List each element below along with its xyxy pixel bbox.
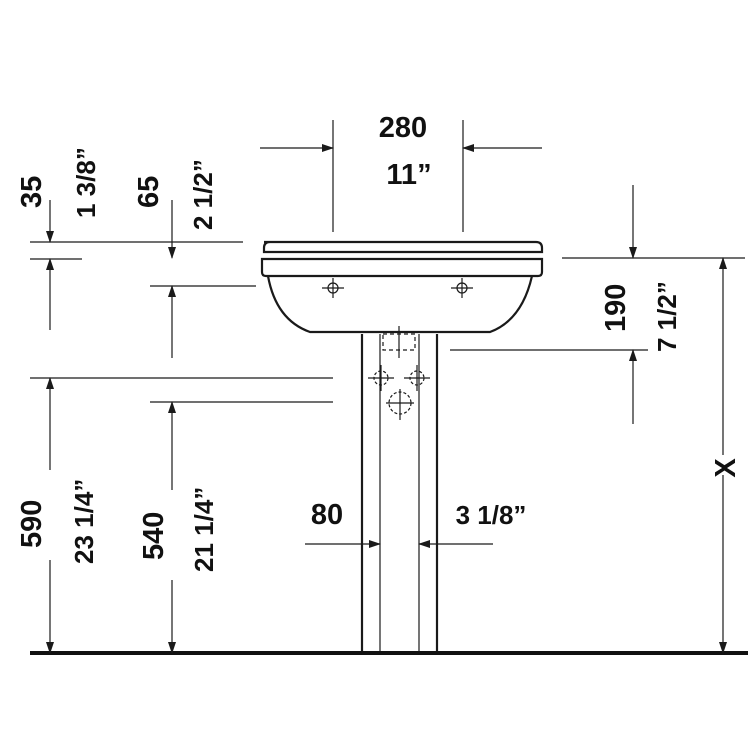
- dim-pedestal-width: 80 3 1/8”: [305, 499, 527, 548]
- overflow-depth-mm: 65: [133, 176, 165, 208]
- pedestal-outline: [360, 334, 439, 652]
- overall-height-label: X: [710, 458, 742, 478]
- basin-bowl: [266, 275, 534, 334]
- pedestal: [360, 326, 439, 652]
- rim-thickness-in: 1 3/8”: [71, 147, 101, 218]
- height-540-mm: 540: [138, 512, 170, 560]
- supply-valve-left-icon: [368, 365, 394, 391]
- tap-hole-right-icon: [451, 278, 473, 298]
- drain-depth-in: 7 1/2”: [652, 281, 682, 352]
- dim-top-width: 280 11”: [260, 112, 542, 232]
- height-590-mm: 590: [16, 500, 48, 548]
- pedestal-width-mm: 80: [311, 499, 343, 531]
- height-590-in: 23 1/4”: [69, 479, 99, 564]
- overflow-depth-in: 2 1/2”: [188, 159, 218, 230]
- basin: [260, 240, 544, 334]
- dim-rim-thickness: 35 1 3/8”: [16, 147, 150, 330]
- dim-overflow-depth: 65 2 1/2”: [133, 159, 256, 358]
- dim-drain-depth: 190 7 1/2”: [450, 185, 745, 424]
- top-width-mm: 280: [379, 112, 427, 144]
- basin-rim: [262, 240, 544, 254]
- drain-depth-mm: 190: [600, 284, 632, 332]
- pedestal-width-in: 3 1/8”: [456, 500, 527, 530]
- supply-valve-right-icon: [404, 365, 430, 391]
- dim-height-540: 540 21 1/4”: [138, 401, 333, 654]
- dim-overall-height: X: [710, 257, 742, 654]
- dim-height-590: 590 23 1/4”: [16, 377, 333, 654]
- top-width-in: 11”: [386, 159, 431, 191]
- basin-front-band: [260, 257, 544, 278]
- rim-thickness-mm: 35: [16, 176, 48, 208]
- height-540-in: 21 1/4”: [189, 487, 219, 572]
- tap-hole-left-icon: [322, 278, 344, 298]
- drain-outlet-icon: [386, 389, 414, 420]
